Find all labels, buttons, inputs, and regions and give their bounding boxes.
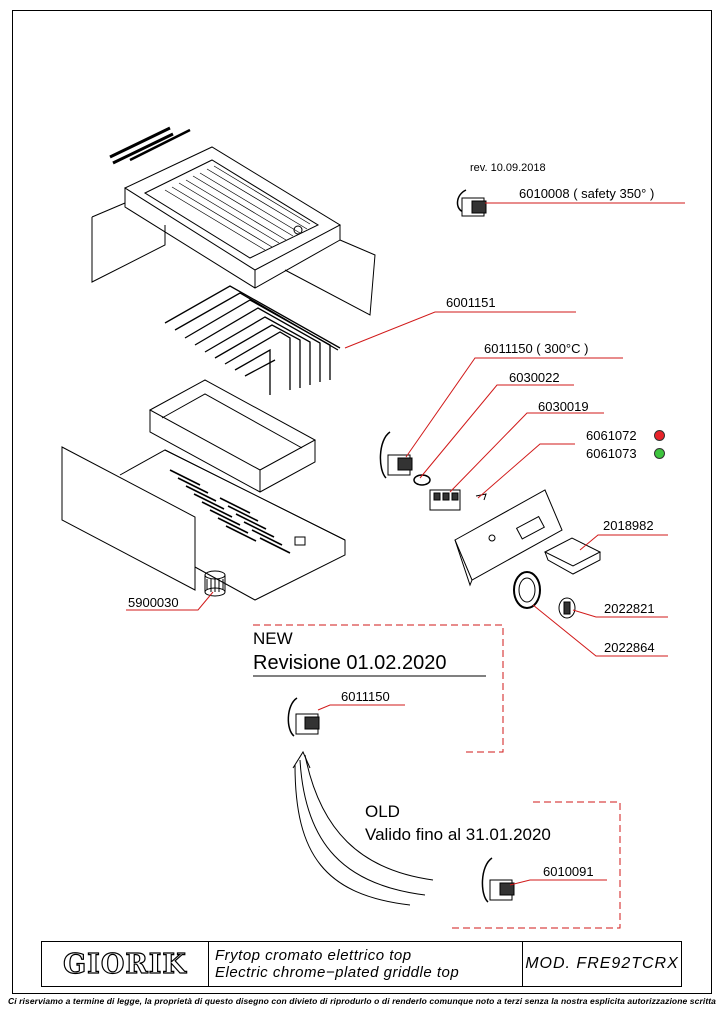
part-label-6061072: 6061072 (586, 428, 637, 443)
knob-icon (558, 597, 576, 619)
model-number: MOD. FRE92TCRX (525, 955, 679, 972)
drip-tray-drawing (543, 537, 602, 575)
part-label-2022864: 2022864 (604, 640, 655, 655)
part-label-6011150-300: 6011150 ( 300°C ) (484, 341, 589, 356)
description-english: Electric chrome−plated griddle top (215, 964, 460, 981)
title-description: Frytop cromato elettrico top Electric ch… (209, 942, 523, 986)
leader-lines (126, 202, 685, 886)
copyright-notice: Ci riserviamo a termine di legge, la pro… (7, 996, 717, 1006)
foot-drawing (204, 570, 226, 597)
control-panel-drawing (454, 489, 563, 587)
part-label-5900030: 5900030 (128, 595, 179, 610)
part-label-6010091: 6010091 (543, 864, 594, 879)
description-italian: Frytop cromato elettrico top (215, 947, 412, 964)
part-label-6030019: 6030019 (538, 399, 589, 414)
part-label-2018982: 2018982 (603, 518, 654, 533)
thermostat-300-icon (379, 431, 413, 479)
giorik-logo: GIORIK (42, 942, 209, 986)
griddle-top-drawing (91, 126, 376, 316)
part-label-6010008: 6010008 ( safety 350° ) (519, 186, 655, 201)
indicator-light-icon (475, 493, 487, 501)
old-heading: OLD (365, 802, 400, 821)
part-label-2022821: 2022821 (604, 601, 655, 616)
gasket-icon (413, 474, 431, 486)
thermostat-icon (456, 189, 487, 217)
new-heading: NEW (253, 629, 293, 648)
inner-box-drawing (148, 379, 317, 493)
drawing-frame (12, 10, 712, 994)
old-valid-until: Valido fino al 31.01.2020 (365, 825, 551, 844)
ring-icon (513, 571, 541, 609)
base-chassis-drawing (61, 446, 346, 601)
terminal-block-icon (429, 489, 461, 511)
replacement-arrow (292, 750, 434, 906)
part-label-6030022: 6030022 (509, 370, 560, 385)
red-indicator-dot (654, 430, 665, 441)
revision-date: rev. 10.09.2018 (470, 162, 546, 174)
new-revision-date: Revisione 01.02.2020 (253, 652, 447, 674)
thermostat-new-icon (287, 697, 320, 737)
revision-boxes (253, 624, 621, 929)
part-label-6011150-new: 6011150 (341, 689, 390, 704)
title-block: GIORIK Frytop cromato elettrico top Elec… (41, 941, 682, 987)
thermostat-old-icon (481, 857, 515, 903)
part-label-6001151: 6001151 (446, 295, 496, 310)
green-indicator-dot (654, 448, 665, 459)
part-label-6061073: 6061073 (586, 446, 637, 461)
heating-elements-drawing (164, 285, 341, 395)
